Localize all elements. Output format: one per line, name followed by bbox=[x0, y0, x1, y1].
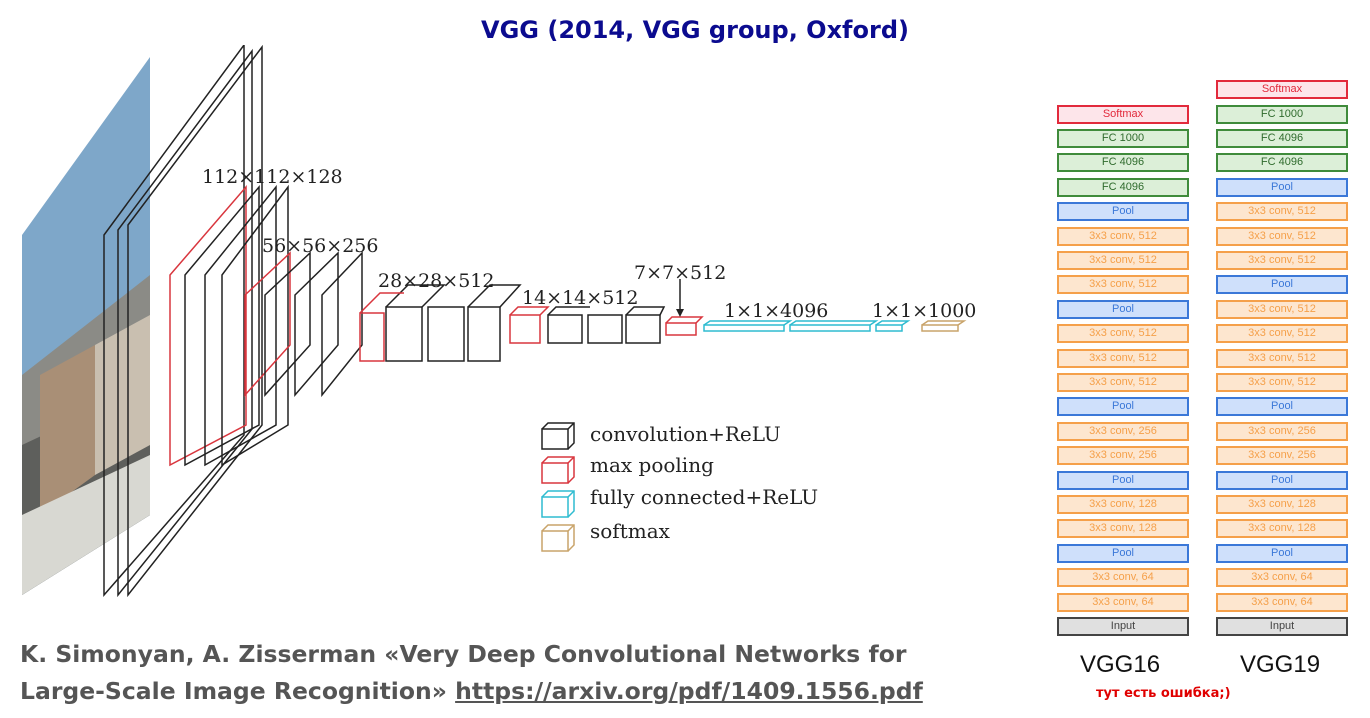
vgg16-label: VGG16 bbox=[1080, 651, 1161, 678]
vgg16-layer-conv: 3x3 conv, 512 bbox=[1057, 226, 1189, 246]
vgg16-layer-pool: Pool bbox=[1057, 470, 1189, 490]
vgg19-layer-fc: FC 4096 bbox=[1216, 153, 1348, 173]
citation-line1: K. Simonyan, A. Zisserman «Very Deep Con… bbox=[20, 640, 907, 668]
vgg16-layer-softmax: Softmax bbox=[1057, 104, 1189, 124]
vgg19-layer-conv: 3x3 conv, 256 bbox=[1216, 421, 1348, 441]
dim-label-fc4096: 1×1×4096 bbox=[724, 300, 828, 322]
block-56 bbox=[244, 251, 363, 398]
vgg19-layer-pool: Pool bbox=[1216, 470, 1348, 490]
vgg19-layer-conv: 3x3 conv, 512 bbox=[1216, 373, 1348, 392]
vgg19-layer-pool: Pool bbox=[1216, 275, 1348, 295]
block-7 bbox=[665, 279, 704, 336]
vgg16-layer-conv: 3x3 conv, 64 bbox=[1057, 592, 1189, 612]
vgg16-layer-conv: 3x3 conv, 512 bbox=[1057, 373, 1189, 392]
dim-label-28: 28×28×512 bbox=[378, 270, 494, 292]
vgg19-layer-input: Input bbox=[1216, 617, 1348, 636]
vgg16-layer-pool: Pool bbox=[1057, 202, 1189, 222]
vgg16-layer-conv: 3x3 conv, 256 bbox=[1057, 446, 1189, 466]
vgg16-layer-conv: 3x3 conv, 64 bbox=[1057, 568, 1189, 588]
vgg16-layer-input: Input bbox=[1057, 617, 1189, 636]
fc-layers bbox=[703, 320, 967, 332]
citation-line2-wrap: Large-Scale Image Recognition» https://a… bbox=[20, 673, 923, 710]
vgg19-layer-conv: 3x3 conv, 512 bbox=[1216, 226, 1348, 246]
legend-pool-swatch bbox=[541, 456, 575, 484]
vgg19-layer-fc: FC 1000 bbox=[1216, 104, 1348, 124]
legend-conv-swatch bbox=[541, 422, 575, 450]
vgg16-layer-conv: 3x3 conv, 128 bbox=[1057, 495, 1189, 514]
dim-label-14: 14×14×512 bbox=[522, 287, 638, 309]
dim-label-112: 112×112×128 bbox=[202, 166, 343, 188]
legend-pool-label: max pooling bbox=[590, 453, 714, 477]
legend-conv-label: convolution+ReLU bbox=[590, 422, 781, 446]
vgg16-layer-pool: Pool bbox=[1057, 299, 1189, 319]
legend-fc-label: fully connected+ReLU bbox=[590, 485, 818, 509]
block-28 bbox=[359, 284, 522, 362]
vgg19-layer-fc: FC 4096 bbox=[1216, 129, 1348, 148]
legend-conv: convolution+ReLU bbox=[541, 422, 781, 450]
vgg16-layer-pool: Pool bbox=[1057, 543, 1189, 563]
vgg19-layer-conv: 3x3 conv, 512 bbox=[1216, 299, 1348, 319]
citation: K. Simonyan, A. Zisserman «Very Deep Con… bbox=[20, 636, 923, 710]
legend-softmax-swatch bbox=[541, 524, 575, 552]
vgg19-layer-pool: Pool bbox=[1216, 543, 1348, 563]
vgg16-layer-conv: 3x3 conv, 512 bbox=[1057, 324, 1189, 344]
vgg16-layer-pool: Pool bbox=[1057, 397, 1189, 417]
dim-label-56: 56×56×256 bbox=[262, 235, 378, 257]
vgg16-layer-fc: FC 1000 bbox=[1057, 129, 1189, 148]
vgg19-layer-conv: 3x3 conv, 512 bbox=[1216, 348, 1348, 368]
vgg16-layer-conv: 3x3 conv, 128 bbox=[1057, 519, 1189, 539]
block-112 bbox=[169, 184, 289, 467]
vgg19-layer-conv: 3x3 conv, 512 bbox=[1216, 324, 1348, 344]
vgg19-layer-conv: 3x3 conv, 128 bbox=[1216, 519, 1348, 539]
vgg16-layer-conv: 3x3 conv, 512 bbox=[1057, 275, 1189, 295]
vgg19-layer-softmax: Softmax bbox=[1216, 80, 1348, 100]
vgg19-layer-pool: Pool bbox=[1216, 177, 1348, 197]
vgg19-layer-conv: 3x3 conv, 64 bbox=[1216, 592, 1348, 612]
legend-softmax: softmax bbox=[541, 519, 671, 552]
error-note: тут есть ошибка;) bbox=[1096, 686, 1231, 701]
vgg16-layer-conv: 3x3 conv, 512 bbox=[1057, 251, 1189, 270]
citation-line2: Large-Scale Image Recognition» bbox=[20, 677, 447, 705]
dim-label-7: 7×7×512 bbox=[634, 262, 726, 284]
vgg16-layer-conv: 3x3 conv, 256 bbox=[1057, 421, 1189, 441]
input-image bbox=[22, 57, 150, 595]
vgg19-layer-pool: Pool bbox=[1216, 397, 1348, 417]
legend-fc-swatch bbox=[541, 490, 575, 518]
vgg16-layer-fc: FC 4096 bbox=[1057, 153, 1189, 173]
vgg19-layer-conv: 3x3 conv, 512 bbox=[1216, 251, 1348, 270]
vgg19-layer-conv: 3x3 conv, 64 bbox=[1216, 568, 1348, 588]
vgg19-layer-conv: 3x3 conv, 512 bbox=[1216, 202, 1348, 222]
legend-softmax-label: softmax bbox=[590, 519, 671, 543]
block-14 bbox=[509, 306, 666, 344]
legend-fc: fully connected+ReLU bbox=[541, 485, 818, 518]
vgg19-label: VGG19 bbox=[1240, 651, 1321, 678]
vgg16-layer-fc: FC 4096 bbox=[1057, 177, 1189, 197]
vgg16-layer-conv: 3x3 conv, 512 bbox=[1057, 348, 1189, 368]
slide-title: VGG (2014, VGG group, Oxford) bbox=[481, 16, 909, 44]
citation-link[interactable]: https://arxiv.org/pdf/1409.1556.pdf bbox=[455, 677, 923, 705]
legend: convolution+ReLU max pooling fully conne… bbox=[541, 422, 818, 552]
dim-label-fc1000: 1×1×1000 bbox=[872, 300, 976, 322]
vgg-architecture-diagram: 112×112×128 56×56×256 28×28×512 14×14×51… bbox=[22, 45, 976, 598]
legend-pool: max pooling bbox=[541, 453, 714, 484]
vgg19-layer-conv: 3x3 conv, 256 bbox=[1216, 446, 1348, 466]
vgg19-layer-conv: 3x3 conv, 128 bbox=[1216, 495, 1348, 514]
